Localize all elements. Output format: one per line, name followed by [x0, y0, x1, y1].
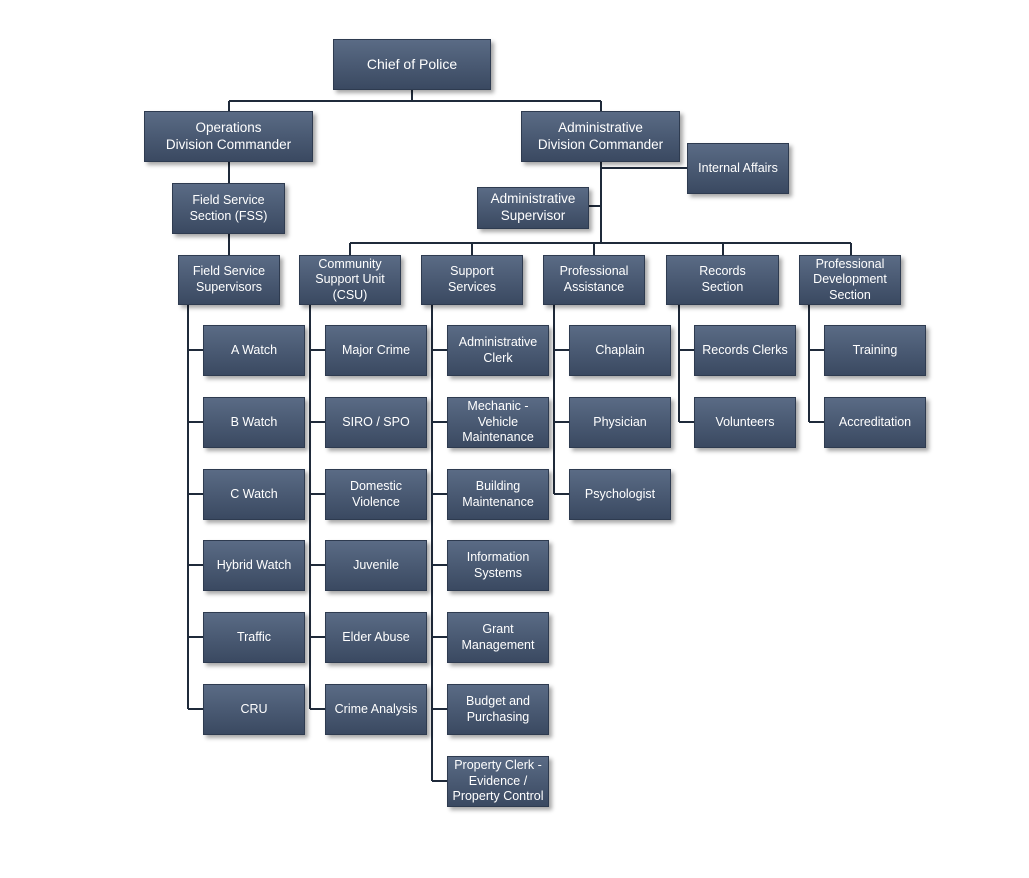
unit-box: Physician [569, 397, 671, 448]
field-service-supervisors-box: Field Service Supervisors [178, 255, 280, 305]
field-service-section-box: Field Service Section (FSS) [172, 183, 285, 234]
internal-affairs-box: Internal Affairs [687, 143, 789, 194]
unit-box: Hybrid Watch [203, 540, 305, 591]
unit-box: Building Maintenance [447, 469, 549, 520]
unit-box: Accreditation [824, 397, 926, 448]
unit-box: Administrative Clerk [447, 325, 549, 376]
csu-box: Community Support Unit (CSU) [299, 255, 401, 305]
unit-box: Records Clerks [694, 325, 796, 376]
administrative-commander-box: Administrative Division Commander [521, 111, 680, 162]
unit-box: Major Crime [325, 325, 427, 376]
chief-of-police-box: Chief of Police [333, 39, 491, 90]
administrative-supervisor-box: Administrative Supervisor [477, 187, 589, 229]
operations-commander-box: Operations Division Commander [144, 111, 313, 162]
unit-box: Elder Abuse [325, 612, 427, 663]
professional-development-box: Professional Development Section [799, 255, 901, 305]
unit-box: Property Clerk - Evidence / Property Con… [447, 756, 549, 807]
unit-box: Chaplain [569, 325, 671, 376]
unit-box: SIRO / SPO [325, 397, 427, 448]
records-section-box: Records Section [666, 255, 779, 305]
unit-box: Mechanic - Vehicle Maintenance [447, 397, 549, 448]
unit-box: Traffic [203, 612, 305, 663]
unit-box: A Watch [203, 325, 305, 376]
unit-box: Training [824, 325, 926, 376]
unit-box: C Watch [203, 469, 305, 520]
unit-box: CRU [203, 684, 305, 735]
unit-box: B Watch [203, 397, 305, 448]
unit-box: Domestic Violence [325, 469, 427, 520]
support-services-box: Support Services [421, 255, 523, 305]
unit-box: Juvenile [325, 540, 427, 591]
unit-box: Budget and Purchasing [447, 684, 549, 735]
unit-box: Volunteers [694, 397, 796, 448]
unit-box: Grant Management [447, 612, 549, 663]
unit-box: Psychologist [569, 469, 671, 520]
unit-box: Information Systems [447, 540, 549, 591]
unit-box: Crime Analysis [325, 684, 427, 735]
professional-assistance-box: Professional Assistance [543, 255, 645, 305]
